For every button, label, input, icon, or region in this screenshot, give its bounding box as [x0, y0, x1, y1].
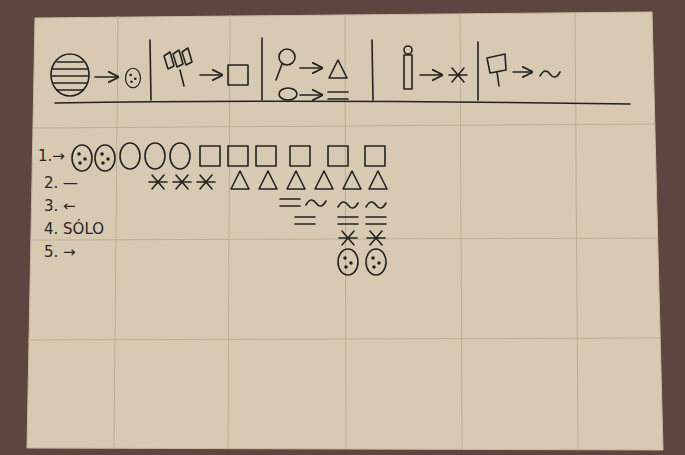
line-number: 5. → [44, 244, 76, 261]
line-number: 4. SÓLO [44, 221, 104, 238]
line-number: 1.→ [38, 148, 65, 165]
line-number: 2. — [44, 175, 78, 192]
line-number: 3. ← [44, 198, 76, 215]
